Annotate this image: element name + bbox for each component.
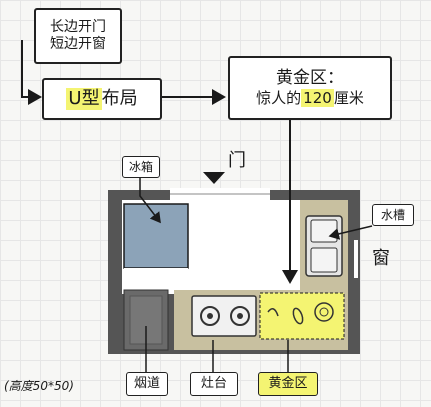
note-door-long-side: 长边开门 bbox=[50, 18, 106, 35]
door-label: 门 bbox=[228, 150, 246, 171]
layout-box: U型 布局 bbox=[42, 78, 162, 120]
door-marker-triangle bbox=[203, 172, 225, 184]
window-label: 窗 bbox=[372, 248, 390, 269]
burner-left bbox=[200, 306, 220, 326]
note-window-short-side: 短边开窗 bbox=[50, 36, 106, 52]
sink-label: 水槽 bbox=[372, 204, 414, 226]
golden-box-title: 黄金区： bbox=[276, 68, 344, 88]
connector-notes-to-layout bbox=[21, 40, 42, 105]
layout-highlight: U型 bbox=[66, 87, 102, 111]
flue-note-label: (高度50*50) bbox=[4, 379, 74, 393]
fridge-shape bbox=[123, 203, 189, 269]
door-opening bbox=[170, 188, 270, 202]
notes-box: 长边开门 短边开窗 bbox=[34, 8, 122, 64]
flue-label: 烟道 bbox=[126, 372, 168, 396]
layout-text: 布局 bbox=[101, 87, 138, 109]
stove-label: 灶台 bbox=[190, 372, 238, 396]
golden-zone-label: 黄金区 bbox=[258, 372, 318, 396]
fridge-label: 冰箱 bbox=[122, 156, 160, 178]
burner-right bbox=[230, 306, 250, 326]
